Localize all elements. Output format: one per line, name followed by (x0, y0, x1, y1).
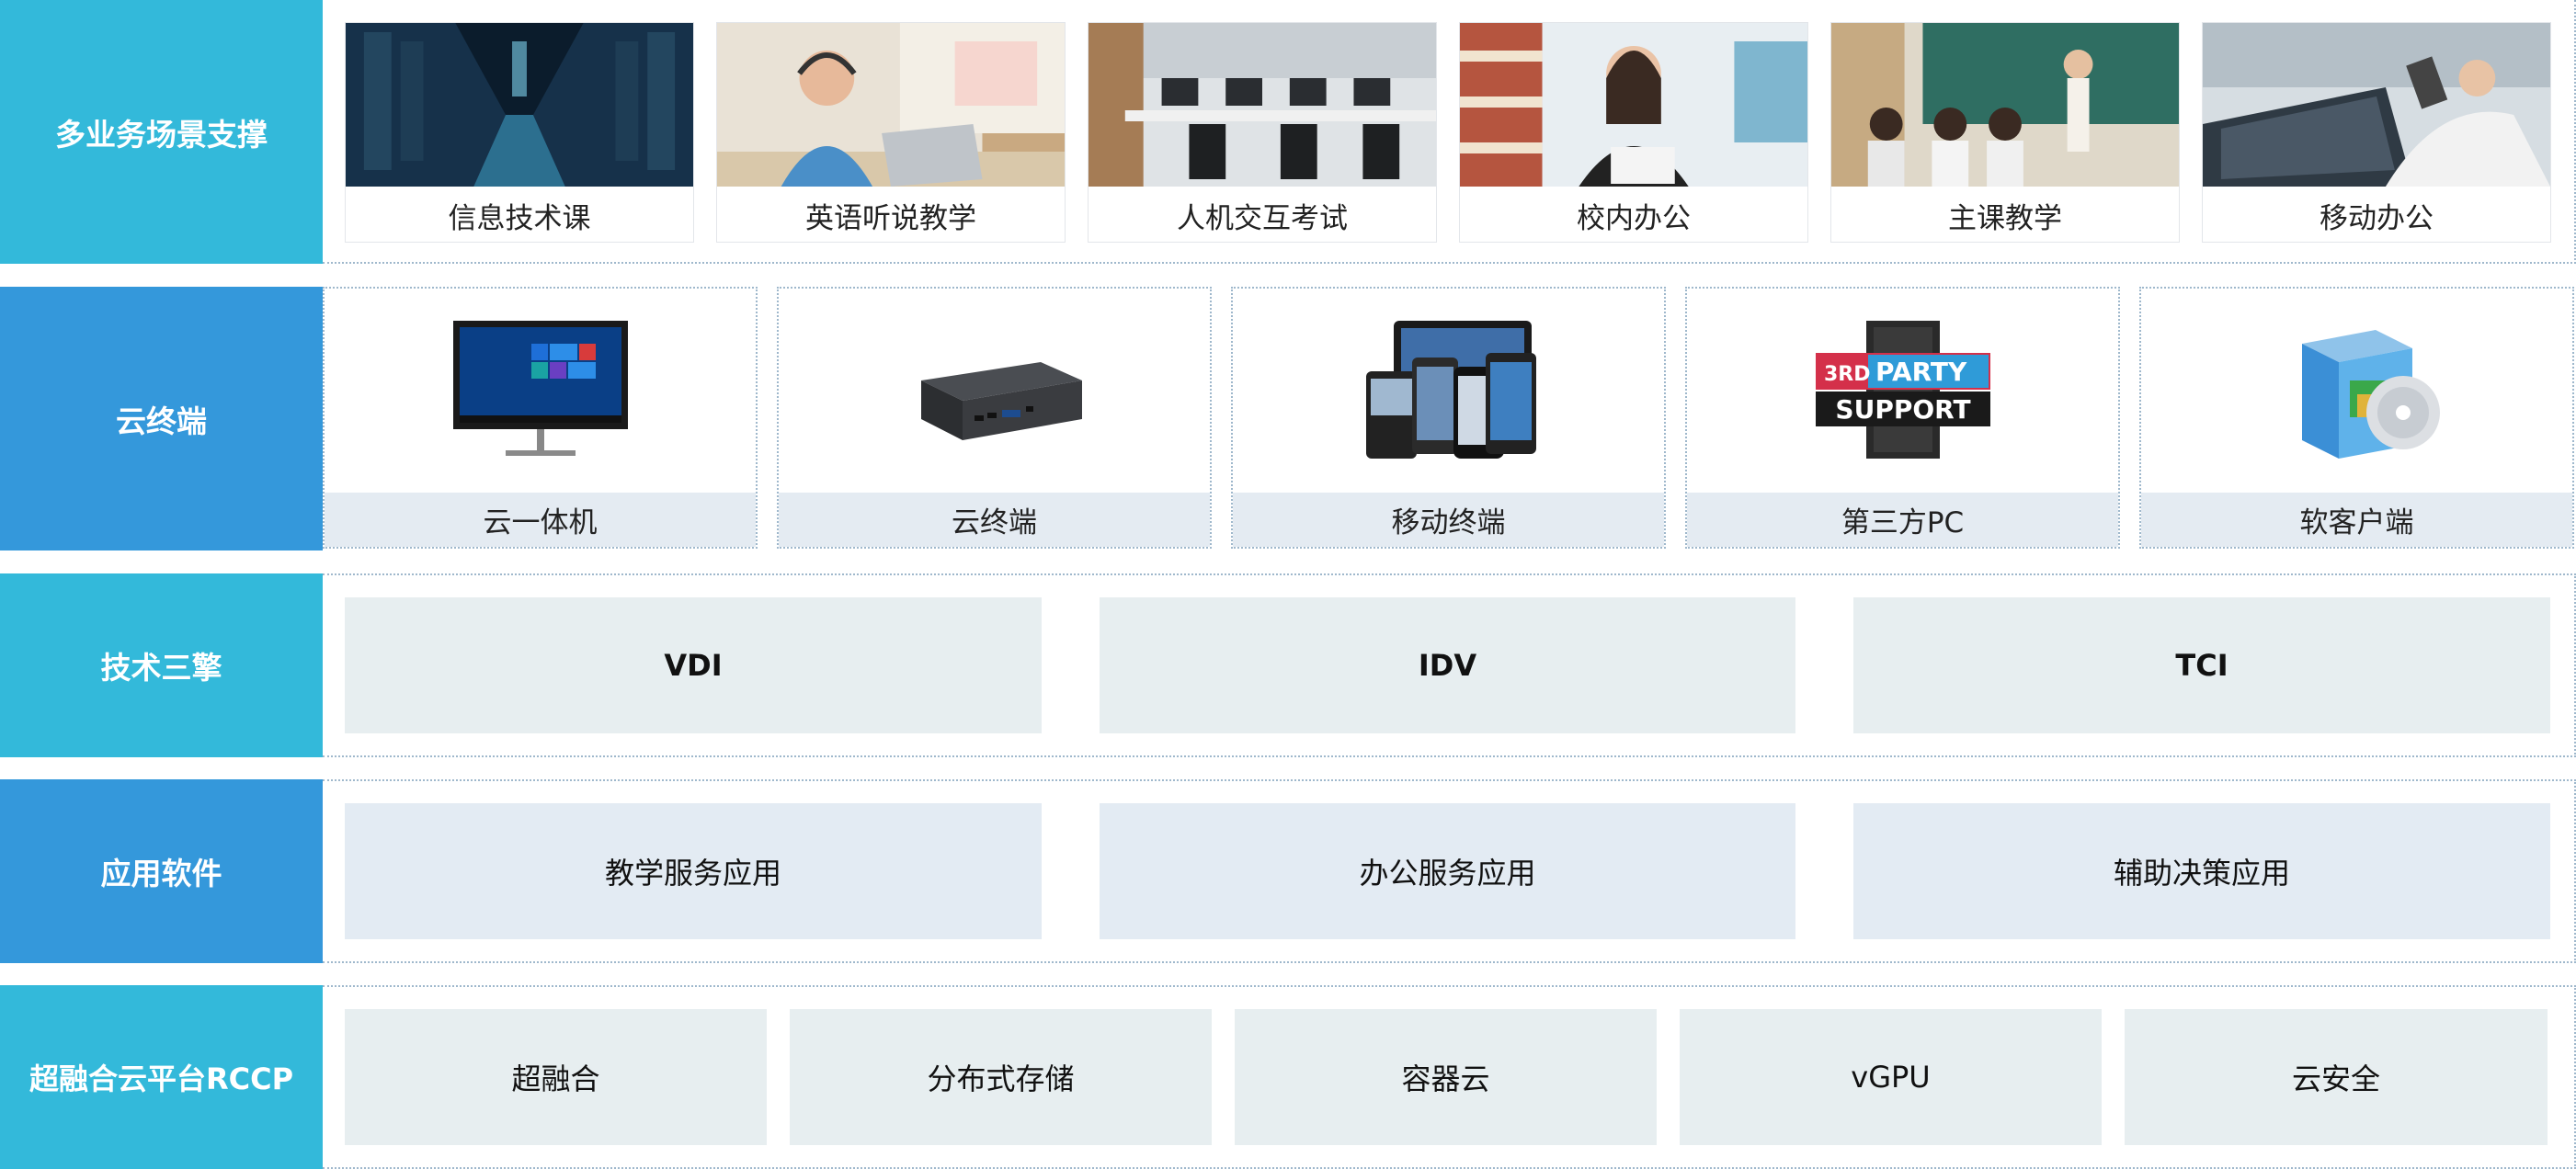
engine-row-body: VDI IDV TCI (323, 573, 2576, 757)
engine-box-tci[interactable]: TCI (1853, 597, 2550, 733)
terminal-label: 云终端 (779, 493, 1210, 547)
scenario-label: 校内办公 (1577, 201, 1691, 235)
scenario-label: 人机交互考试 (1177, 201, 1348, 235)
scenario-label: 英语听说教学 (805, 201, 976, 235)
scenario-card-english[interactable]: 英语听说教学 (716, 22, 1066, 243)
third-party-support-icon: 3RD PARTY SUPPORT (1811, 316, 1995, 463)
app-box-teaching[interactable]: 教学服务应用 (345, 803, 1042, 939)
app-box-office[interactable]: 办公服务应用 (1100, 803, 1795, 939)
terminal-cell-mobile[interactable]: 移动终端 (1231, 287, 1666, 549)
app-box-decision[interactable]: 辅助决策应用 (1853, 803, 2550, 939)
scenario-card-it-class[interactable]: 信息技术课 (345, 22, 694, 243)
software-box-icon (2265, 316, 2449, 463)
computer-lab-photo (1089, 23, 1436, 187)
laptop-phone-photo (2203, 23, 2550, 187)
platform-box-distributed-storage[interactable]: 分布式存储 (790, 1009, 1212, 1145)
row-label-terminals: 云终端 (0, 287, 323, 550)
scenario-card-main-class[interactable]: 主课教学 (1830, 22, 2180, 243)
engine-box-vdi[interactable]: VDI (345, 597, 1042, 733)
terminal-cell-third-party[interactable]: 3RD PARTY SUPPORT 第三方PC (1685, 287, 2120, 549)
scenario-row-body: 信息技术课 英语听说教学 (323, 0, 2576, 264)
mobile-devices-icon (1357, 316, 1541, 463)
monitor-icon (449, 316, 633, 463)
scenario-card-office[interactable]: 校内办公 (1459, 22, 1808, 243)
platform-box-hci[interactable]: 超融合 (345, 1009, 767, 1145)
mini-pc-icon (903, 316, 1087, 463)
badge-support-text: SUPPORT (1835, 394, 1970, 425)
terminal-cell-soft-client[interactable]: 软客户端 (2139, 287, 2574, 549)
terminal-cell-cloud-terminal[interactable]: 云终端 (777, 287, 1212, 549)
platform-box-vgpu[interactable]: vGPU (1680, 1009, 2102, 1145)
scenario-row: 多业务场景支撑 信息技术课 (0, 0, 2576, 264)
row-label-scenarios: 多业务场景支撑 (0, 0, 323, 264)
terminal-label: 第三方PC (1687, 493, 2118, 547)
row-label-engines: 技术三擎 (0, 573, 323, 757)
classroom-teacher-photo (1831, 23, 2179, 187)
server-room-photo (346, 23, 693, 187)
scenario-label: 移动办公 (2320, 201, 2434, 235)
engine-row: 技术三擎 VDI IDV TCI (0, 573, 2576, 757)
office-worker-photo (1460, 23, 1807, 187)
student-headset-photo (717, 23, 1065, 187)
terminal-cell-all-in-one[interactable]: 云一体机 (323, 287, 758, 549)
row-label-apps: 应用软件 (0, 779, 323, 963)
badge-party-text: PARTY (1875, 357, 1967, 387)
terminal-row: 云终端 云一体机 (0, 287, 2576, 550)
terminal-label: 软客户端 (2141, 493, 2572, 547)
engine-box-idv[interactable]: IDV (1100, 597, 1795, 733)
terminal-label: 移动终端 (1233, 493, 1664, 547)
row-label-platform: 超融合云平台RCCP (0, 985, 323, 1169)
scenario-card-exam[interactable]: 人机交互考试 (1088, 22, 1437, 243)
app-row-body: 教学服务应用 办公服务应用 辅助决策应用 (323, 779, 2576, 963)
badge-3rd-text: 3RD (1824, 363, 1871, 386)
terminal-label: 云一体机 (325, 493, 756, 547)
platform-row-body: 超融合 分布式存储 容器云 vGPU 云安全 (323, 985, 2576, 1169)
platform-box-cloud-security[interactable]: 云安全 (2125, 1009, 2548, 1145)
scenario-card-mobile-office[interactable]: 移动办公 (2202, 22, 2551, 243)
scenario-label: 信息技术课 (448, 201, 591, 235)
platform-box-container-cloud[interactable]: 容器云 (1235, 1009, 1657, 1145)
terminal-row-body: 云一体机 云终端 (323, 287, 2576, 550)
scenario-label: 主课教学 (1948, 201, 2062, 235)
platform-row: 超融合云平台RCCP 超融合 分布式存储 容器云 vGPU 云安全 (0, 985, 2576, 1169)
app-row: 应用软件 教学服务应用 办公服务应用 辅助决策应用 (0, 779, 2576, 963)
